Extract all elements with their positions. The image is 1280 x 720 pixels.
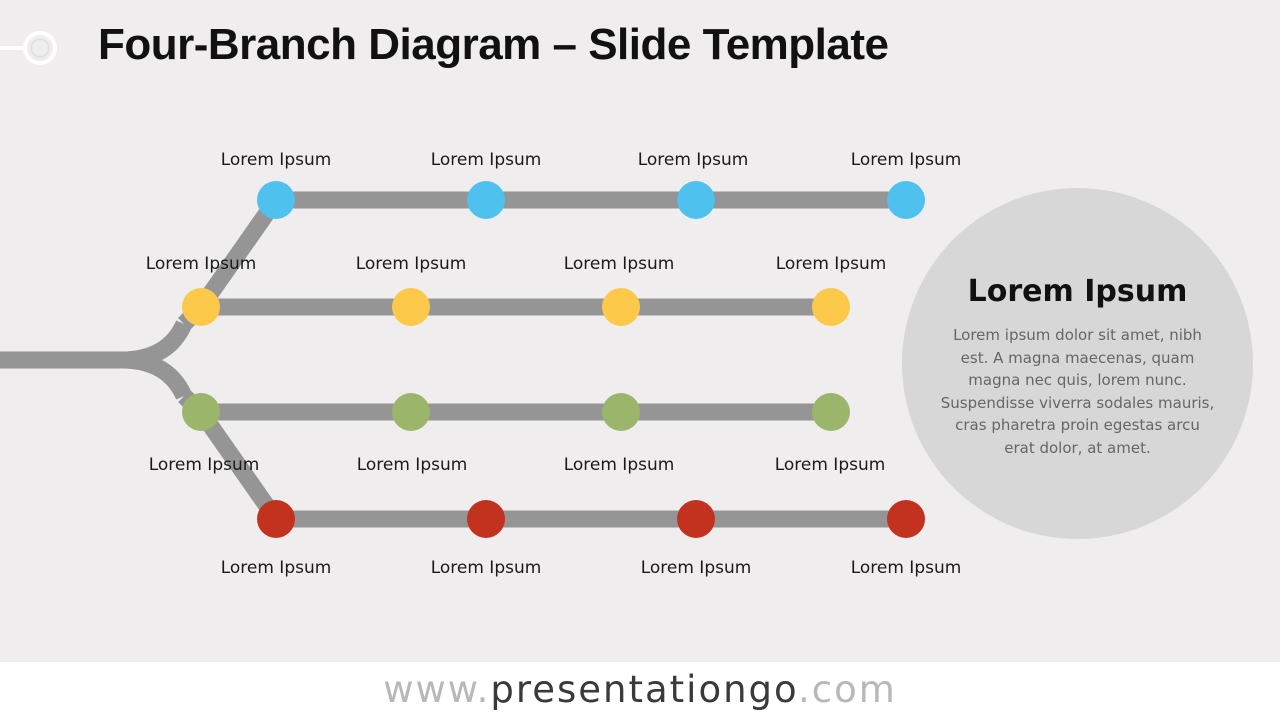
connector-line-1	[194, 195, 283, 312]
info-panel: Lorem Ipsum Lorem ipsum dolor sit amet, …	[902, 188, 1253, 539]
node-dot-3-4[interactable]	[812, 393, 850, 431]
node-label-4-1: Lorem Ipsum	[220, 558, 332, 578]
node-label-1-4: Lorem Ipsum	[850, 150, 962, 170]
node-label-3-3: Lorem Ipsum	[563, 455, 675, 475]
node-label-3-1: Lorem Ipsum	[148, 455, 260, 475]
branch-diagram	[0, 181, 925, 538]
logo-key-icon	[0, 31, 57, 65]
info-body: Lorem ipsum dolor sit amet, nibh est. A …	[940, 326, 1215, 457]
footer: www.presentationgo.com	[0, 662, 1280, 720]
node-label-2-1: Lorem Ipsum	[145, 254, 257, 274]
node-dot-3-3[interactable]	[602, 393, 640, 431]
node-label-4-4: Lorem Ipsum	[850, 558, 962, 578]
footer-url-main: presentationgo	[490, 668, 799, 711]
node-dot-2-1[interactable]	[182, 288, 220, 326]
node-dot-1-2[interactable]	[467, 181, 505, 219]
info-title: Lorem Ipsum	[967, 274, 1188, 309]
node-label-3-2: Lorem Ipsum	[356, 455, 468, 475]
node-dot-4-3[interactable]	[677, 500, 715, 538]
node-dot-1-3[interactable]	[677, 181, 715, 219]
node-dot-2-3[interactable]	[602, 288, 640, 326]
node-dots	[182, 181, 925, 538]
node-dot-4-4[interactable]	[887, 500, 925, 538]
node-label-1-3: Lorem Ipsum	[637, 150, 749, 170]
footer-url[interactable]: www.presentationgo.com	[0, 668, 1280, 711]
node-label-2-4: Lorem Ipsum	[775, 254, 887, 274]
node-dot-2-2[interactable]	[392, 288, 430, 326]
node-dot-1-1[interactable]	[257, 181, 295, 219]
node-label-2-3: Lorem Ipsum	[563, 254, 675, 274]
connector-line-4	[194, 407, 283, 524]
trunk-line-lower	[121, 351, 192, 400]
footer-url-prefix: www.	[383, 668, 491, 711]
node-label-1-1: Lorem Ipsum	[220, 150, 332, 170]
footer-url-suffix: .com	[798, 668, 897, 711]
slide: Four-Branch Diagram – Slide Template Lor…	[0, 20, 1253, 578]
node-dot-4-1[interactable]	[257, 500, 295, 538]
node-label-1-2: Lorem Ipsum	[430, 150, 542, 170]
node-label-4-3: Lorem Ipsum	[640, 558, 752, 578]
node-dot-1-4[interactable]	[887, 181, 925, 219]
node-dot-2-4[interactable]	[812, 288, 850, 326]
node-label-4-2: Lorem Ipsum	[430, 558, 542, 578]
node-label-2-2: Lorem Ipsum	[355, 254, 467, 274]
trunk-line	[0, 320, 192, 369]
node-dot-3-2[interactable]	[392, 393, 430, 431]
node-dot-4-2[interactable]	[467, 500, 505, 538]
node-dot-3-1[interactable]	[182, 393, 220, 431]
node-label-3-4: Lorem Ipsum	[774, 455, 886, 475]
page-title: Four-Branch Diagram – Slide Template	[98, 20, 889, 69]
